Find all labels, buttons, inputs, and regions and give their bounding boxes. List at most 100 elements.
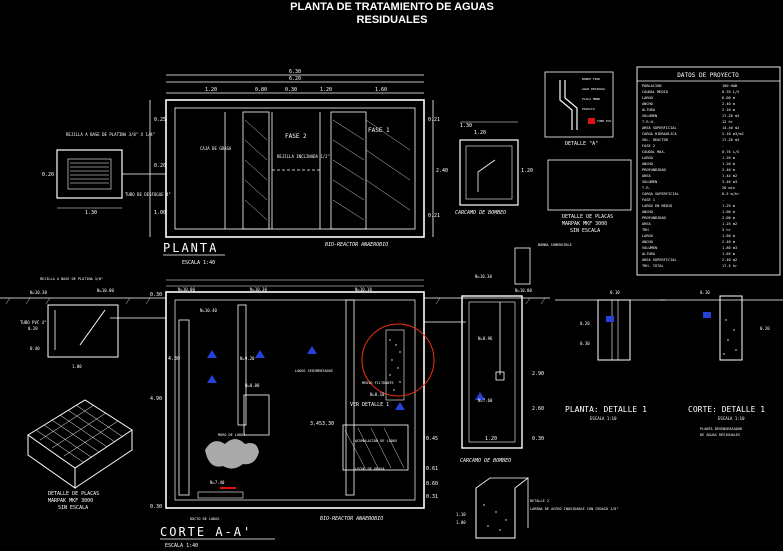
plan-grate-note: REJILLA INCLINADA 1/2": [277, 154, 330, 159]
section-note3: VER DETALLE 1: [350, 402, 389, 408]
plan-left-dim2: 0.20: [154, 163, 166, 169]
inlet-dim3: 1.00: [72, 364, 82, 369]
plan-dim-total: 6.30: [289, 69, 301, 75]
project-data-row-value: 1.65 m: [722, 252, 735, 256]
plan-dim-seg5: 1.60: [375, 87, 387, 93]
basket-detail: DETALLE 2 LAMINA DE ACERO INOXIDABLE CON…: [456, 477, 619, 539]
drawing-title-line2: RESIDUALES: [357, 14, 428, 26]
project-data-row-label: AREA SUPERFICIAL: [642, 126, 677, 130]
project-data-row-label: LARGO: [642, 96, 653, 100]
section-note1: LODOS SEDIMENTADOS: [295, 369, 333, 373]
detail1-cut-scale: ESCALA 1:10: [718, 416, 745, 421]
project-data-row-value: 20 min: [722, 186, 735, 190]
section-dim-left2: 4.30: [168, 356, 180, 362]
project-data-row-label: T.R.: [642, 186, 651, 190]
project-data-row-value: 1.00 m: [722, 210, 735, 214]
project-data-row-label: LARGO: [642, 234, 653, 238]
section-dim-left3: 0.30: [150, 504, 162, 510]
section-note6: ACUMULACION DE LODOS: [355, 439, 397, 443]
basket-note: LAMINA DE ACERO INOXIDABLE CON CEDAZO 1/…: [530, 507, 619, 511]
project-data-row-label: LARGO EN MEDIO: [642, 204, 672, 208]
project-data-row-value: 1.80 m3: [722, 246, 737, 250]
section-dim-left1: 4.90: [150, 396, 162, 402]
project-data-row-value: 2.00 m: [722, 216, 735, 220]
plan-dim-sub: 6.20: [289, 76, 301, 82]
project-data-row-value: 2.40 m: [722, 102, 735, 106]
pump-note: BOMBA SUMERGIBLE: [538, 243, 572, 247]
project-data-row-value: 2.10 m: [722, 108, 735, 112]
detail-a-label: DETALLE "A": [565, 141, 598, 147]
section-note7: DUCTO DE LODOS: [190, 517, 220, 521]
project-data-row-label: ANCHO: [642, 210, 653, 214]
project-data-row-label: AREA: [642, 222, 651, 226]
section-level3: N=10.40: [200, 308, 217, 313]
section-dim-left4: 0.30: [150, 292, 162, 298]
plates-iso-sub2: SIN ESCALA: [58, 505, 88, 511]
basket-dim2: 1.00: [456, 520, 466, 525]
basket-dim1: 1.10: [456, 512, 466, 517]
section-level6: N=8.00: [245, 383, 260, 388]
section-level5: N=8.10: [370, 392, 385, 397]
project-data-row-value: 2.10 m3/m2: [722, 132, 744, 136]
project-data-row-label: LARGO: [642, 156, 653, 160]
section-label: CORTE A-A': [160, 525, 252, 539]
inlet-pipe: TUBO PVC 4": [20, 320, 47, 325]
section-dim-right4: 0.61: [426, 466, 438, 472]
project-data-row-value: 1.20 m: [722, 162, 735, 166]
plan-right-dim2: 0.21: [428, 213, 440, 219]
plan-left-dim1: 0.25: [154, 117, 166, 123]
pump-dim2: 2.60: [532, 406, 544, 412]
project-data-row-value: -: [722, 144, 724, 148]
plan-left-dim3: 1.00: [154, 210, 166, 216]
pump-section: BOMBA SUMERGIBLE N=10.30 N=10.00 N=8.96 …: [460, 243, 572, 464]
project-data-row-label: ANCHO: [642, 240, 653, 244]
section-note4: MURO DE LODOS: [218, 433, 245, 437]
detail1-plan-dim2: 0.20: [580, 321, 590, 326]
project-data-row-value: 3.46 m3: [722, 180, 737, 184]
plan-dim-seg1: 1.20: [205, 87, 217, 93]
footnote-line1: PLANTA DESENGRASADOR: [700, 427, 743, 431]
project-data-row-label: CAUDAL MEDIO: [642, 90, 668, 94]
detail-a: BORDE FINO AGUA RESIDUAL PLACA MBBR ESPA…: [544, 71, 614, 147]
project-data-row-label: TRH: [642, 228, 649, 232]
pump-box-plan: 1.30 1.20 1.20 CARCAMO DE BOMBEO: [455, 121, 533, 216]
section-scale: ESCALA 1:40: [165, 543, 198, 549]
project-data-row-label: POBLACION: [642, 84, 661, 88]
project-data-row-label: AREA: [642, 174, 651, 178]
project-data-row-value: 100 HAB: [722, 84, 737, 88]
plates-detail-title: DETALLE DE PLACAS: [562, 214, 613, 220]
detail1-cut-dim1: 0.10: [700, 290, 710, 295]
detail1-plan: PLANTA: DETALLE 1 ESCALA 1:10 0.10 0.20 …: [555, 290, 665, 421]
project-data-row-value: 0.5 m/hr: [722, 192, 740, 196]
project-data-row-label: FASE 1: [642, 198, 655, 202]
project-data-row-label: ALTURA: [642, 108, 656, 112]
plan-dim-seg4: 1.20: [320, 87, 332, 93]
grease-box-dim: 1.30: [85, 210, 97, 216]
project-data-row-label: CARGA HIDRAULICA: [642, 132, 677, 136]
project-data-header: DATOS DE PROYECTO: [677, 72, 739, 79]
project-data-row-value: 2.40 m: [722, 168, 735, 172]
project-data-row-value: -: [722, 198, 724, 202]
pump-box-dim3: 1.20: [521, 168, 533, 174]
detail-a-note3: PLACA MBBR: [582, 97, 600, 101]
section-level1: N=10.00: [178, 287, 195, 292]
detail-a-note4: ESPACIO: [582, 107, 595, 111]
pump-box-dim1: 1.30: [460, 123, 472, 129]
grease-box-side: 0.20: [42, 172, 54, 178]
section-note2: MEDIO FILTRANTE: [362, 381, 394, 385]
section-dim-right1: 3.45: [310, 421, 322, 427]
project-data-row-value: 1.25 m2: [722, 222, 737, 226]
inlet-section: REJILLA A BASE DE PLATINA 3/8" N=10.30 N…: [20, 277, 119, 369]
project-data-row-label: CARGA SUPERFICIAL: [642, 192, 679, 196]
detail-a-note2: AGUA RESIDUAL: [582, 87, 606, 91]
project-data-row-value: 3 hr: [722, 228, 731, 232]
project-data-table: DATOS DE PROYECTO POBLACION 100 HAB CAUDAL…: [636, 66, 781, 276]
section-level8: N=10.10: [355, 287, 372, 292]
project-data-row-value: 6.00 m: [722, 96, 735, 100]
pump-level2: N=10.00: [515, 288, 532, 293]
pump-level3: N=8.96: [478, 336, 493, 341]
plan-scale: ESCALA 1:40: [182, 260, 215, 266]
grease-box: REJILLA A BASE DE PLATINA 3/8" X 1/4" 1.…: [42, 132, 171, 216]
plates-detail-sub1: MARPAK MKF 3000: [562, 221, 607, 227]
plan-label: PLANTA: [163, 241, 218, 255]
